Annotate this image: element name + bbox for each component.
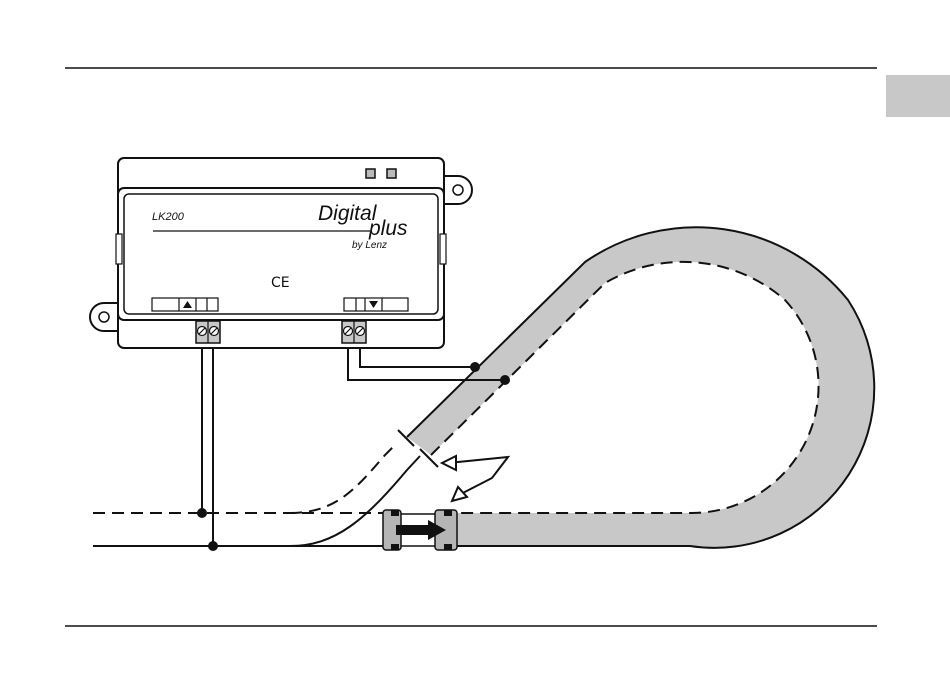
ce-mark: CE	[271, 275, 290, 291]
button-strip-left	[152, 298, 218, 311]
chapter-tab	[886, 75, 950, 117]
junction-left-2	[208, 541, 218, 551]
turnout-dashed-rail	[290, 444, 396, 513]
button-strip-right	[344, 298, 408, 311]
led-2	[387, 169, 396, 178]
brand-by-lenz: by Lenz	[352, 240, 387, 251]
screw-terminal-right	[342, 321, 366, 343]
lid-clip-left	[116, 234, 122, 264]
led-1	[366, 169, 375, 178]
lid-clip-right	[440, 234, 446, 264]
pointer-arrowhead-top	[442, 456, 456, 470]
junction-left-1	[197, 508, 207, 518]
junction-right-2	[500, 375, 510, 385]
brand-plus: plus	[368, 217, 408, 240]
screw-terminal-left	[196, 321, 220, 343]
pointer-arrowhead-bottom	[452, 487, 467, 501]
lk200-module: LK200 Digital plus by Lenz CE	[90, 158, 472, 348]
junction-right-1	[470, 362, 480, 372]
mount-hole-left	[99, 312, 109, 322]
model-label: LK200	[152, 211, 185, 223]
reverse-loop-section	[407, 227, 874, 548]
locomotive	[383, 510, 457, 550]
mount-hole-right	[453, 185, 463, 195]
